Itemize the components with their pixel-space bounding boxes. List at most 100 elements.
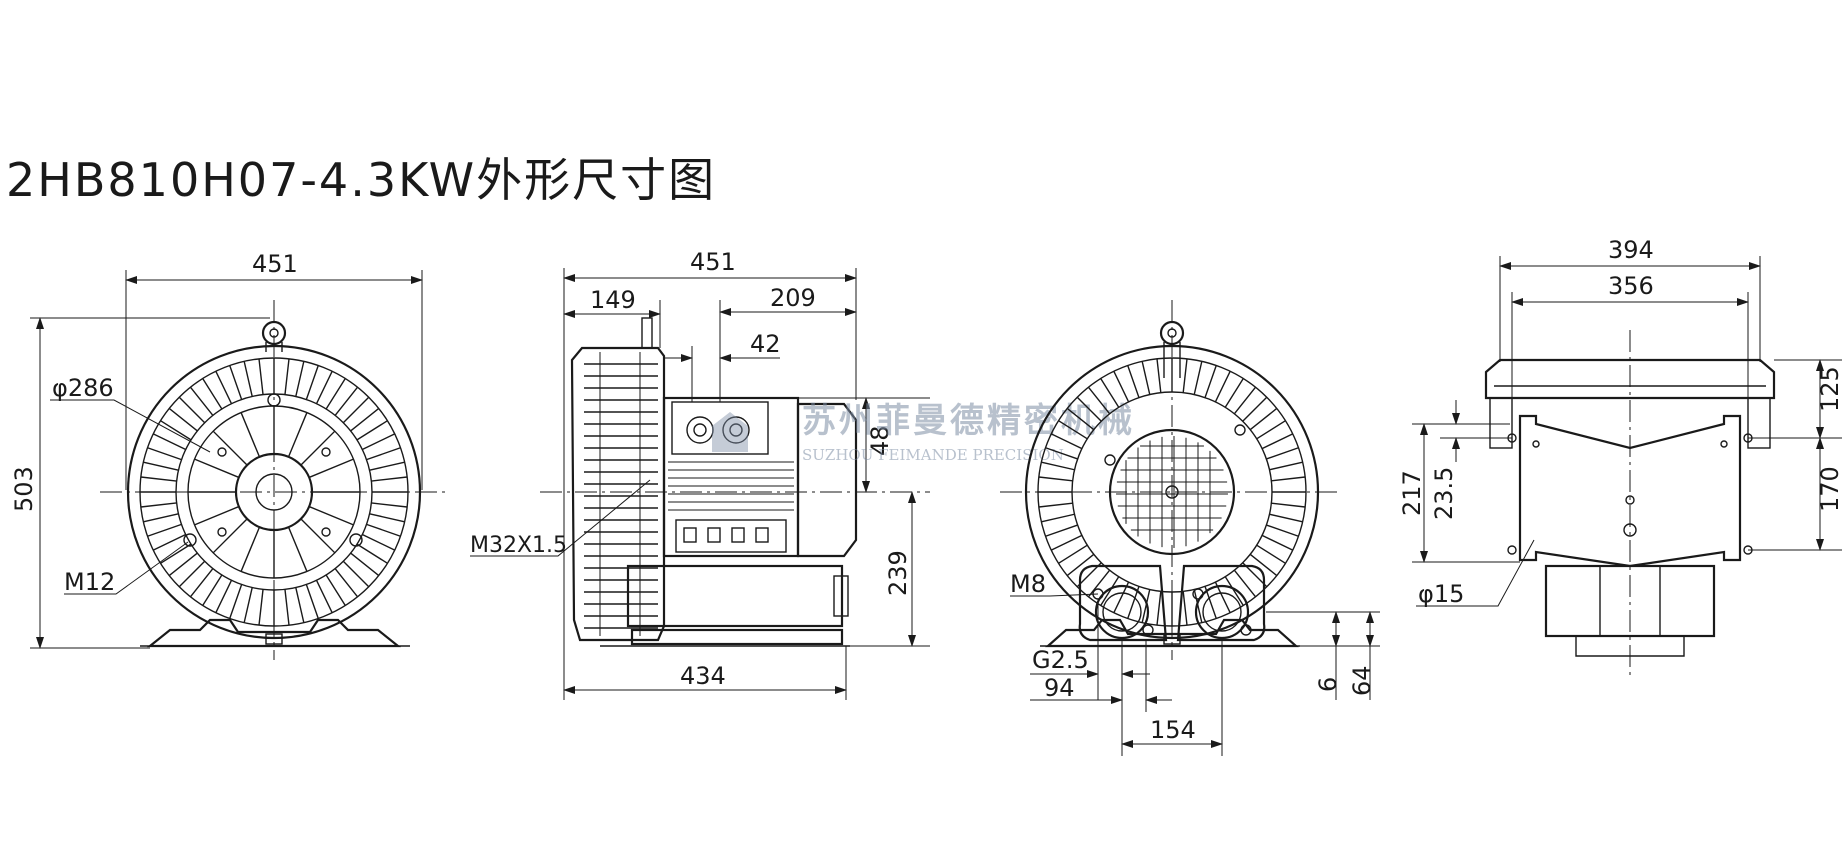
side-dim-149: 149 <box>590 286 636 314</box>
cooling-rib <box>371 476 408 482</box>
rear-view: M8 G2.5 94 154 6 64 <box>1000 300 1380 756</box>
cooling-rib <box>1269 513 1303 523</box>
cooling-rib <box>168 552 198 577</box>
cooling-rib <box>168 407 198 432</box>
front-thread-label: M12 <box>64 568 115 596</box>
watermark-cn: 苏州菲曼德精密机械 <box>802 401 1135 441</box>
cooling-rib <box>1156 591 1162 626</box>
front-view: 451 503 φ286 M12 <box>10 250 450 660</box>
top-dim-23-5: 23.5 <box>1430 467 1458 520</box>
cooling-rib <box>334 386 359 416</box>
cooling-rib <box>1261 534 1294 551</box>
cooling-rib <box>1193 589 1203 623</box>
spoke <box>308 458 354 479</box>
cooling-rib <box>1156 358 1162 393</box>
cooling-rib <box>202 574 223 606</box>
side-housing-fins <box>584 352 658 636</box>
spoke <box>212 430 248 466</box>
cooling-rib <box>143 461 179 471</box>
cooling-rib <box>178 560 206 588</box>
cooling-rib <box>366 523 401 537</box>
cooling-rib <box>350 552 380 577</box>
cooling-rib <box>147 447 182 461</box>
cooling-rib <box>1087 386 1111 415</box>
cooling-rib <box>1242 396 1268 422</box>
rear-lifting-eye-icon <box>1159 320 1185 346</box>
cooling-rib <box>202 378 223 410</box>
side-dim-239: 239 <box>884 550 912 596</box>
cooling-rib <box>1249 407 1278 431</box>
spoke <box>212 518 248 554</box>
cooling-rib <box>1224 378 1244 408</box>
cooling-rib <box>1041 461 1075 471</box>
cooling-rib <box>143 513 179 523</box>
cooling-rib <box>243 361 253 397</box>
cooling-rib <box>284 589 290 626</box>
top-dim-394: 394 <box>1608 236 1654 264</box>
cooling-rib <box>315 370 333 405</box>
cooling-rib <box>1214 370 1231 403</box>
cooling-rib <box>1182 591 1188 626</box>
cooling-rib <box>1076 396 1102 422</box>
front-cooling-ribs <box>140 358 408 626</box>
watermark: 苏州菲曼德精密机械 SUZHOU FEIMANDE PRECISION <box>712 401 1135 464</box>
cooling-rib <box>1066 553 1095 577</box>
cooling-rib <box>342 560 370 588</box>
cooling-rib <box>258 358 264 395</box>
cooling-rib <box>305 584 319 619</box>
cooling-rib <box>361 533 396 551</box>
cooling-rib <box>1045 447 1078 460</box>
rear-dim-154: 154 <box>1150 716 1196 744</box>
spoke <box>240 412 261 458</box>
cooling-rib <box>305 365 319 400</box>
cooling-rib <box>342 396 370 424</box>
rear-port-label: G2.5 <box>1032 646 1089 674</box>
side-dim-48: 48 <box>866 425 894 456</box>
cooling-rib <box>1141 361 1151 395</box>
watermark-logo-icon <box>712 412 748 452</box>
drawing-title: 2HB810H07-4.3KW外形尺寸图 <box>6 153 716 207</box>
front-height-dim: 503 <box>10 466 38 512</box>
cooling-rib <box>140 476 177 482</box>
cooling-rib <box>229 365 243 400</box>
cooling-rib <box>1233 386 1257 415</box>
cooling-rib <box>1261 433 1294 450</box>
cooling-rib <box>371 502 408 508</box>
cooling-rib <box>1204 365 1217 398</box>
front-diameter-label: φ286 <box>52 374 114 402</box>
cooling-rib <box>369 513 405 523</box>
watermark-en: SUZHOU FEIMANDE PRECISION <box>802 446 1064 464</box>
cooling-rib <box>1256 420 1286 440</box>
cooling-rib <box>1038 502 1073 508</box>
side-dim-42: 42 <box>750 330 781 358</box>
top-dim-356: 356 <box>1608 272 1654 300</box>
cooling-rib <box>366 447 401 461</box>
cooling-rib <box>178 396 206 424</box>
rear-dim-6: 6 <box>1314 677 1342 692</box>
cooling-rib <box>1100 378 1120 408</box>
side-cable-gland-label: M32X1.5 <box>470 533 567 558</box>
lifting-eye-icon <box>261 320 287 346</box>
cooling-rib <box>334 568 359 598</box>
spoke <box>287 526 308 572</box>
cooling-rib <box>215 370 233 405</box>
side-view: 451 149 209 42 48 239 434 M32X1.5 <box>470 248 930 700</box>
cooling-rib <box>140 502 177 508</box>
cooling-rib <box>229 584 243 619</box>
front-width-dim: 451 <box>252 250 298 278</box>
cooling-rib <box>295 587 305 623</box>
spoke <box>240 526 261 572</box>
spoke <box>194 458 240 479</box>
cooling-rib <box>160 543 192 564</box>
side-motor-fins <box>668 461 794 511</box>
cooling-rib <box>152 433 187 451</box>
cooling-rib <box>325 378 346 410</box>
cooling-rib <box>1271 502 1306 508</box>
cooling-rib <box>160 420 192 441</box>
spoke <box>194 505 240 526</box>
side-dim-209: 209 <box>770 284 816 312</box>
top-dim-125: 125 <box>1816 366 1842 412</box>
cooling-rib <box>1249 553 1278 577</box>
